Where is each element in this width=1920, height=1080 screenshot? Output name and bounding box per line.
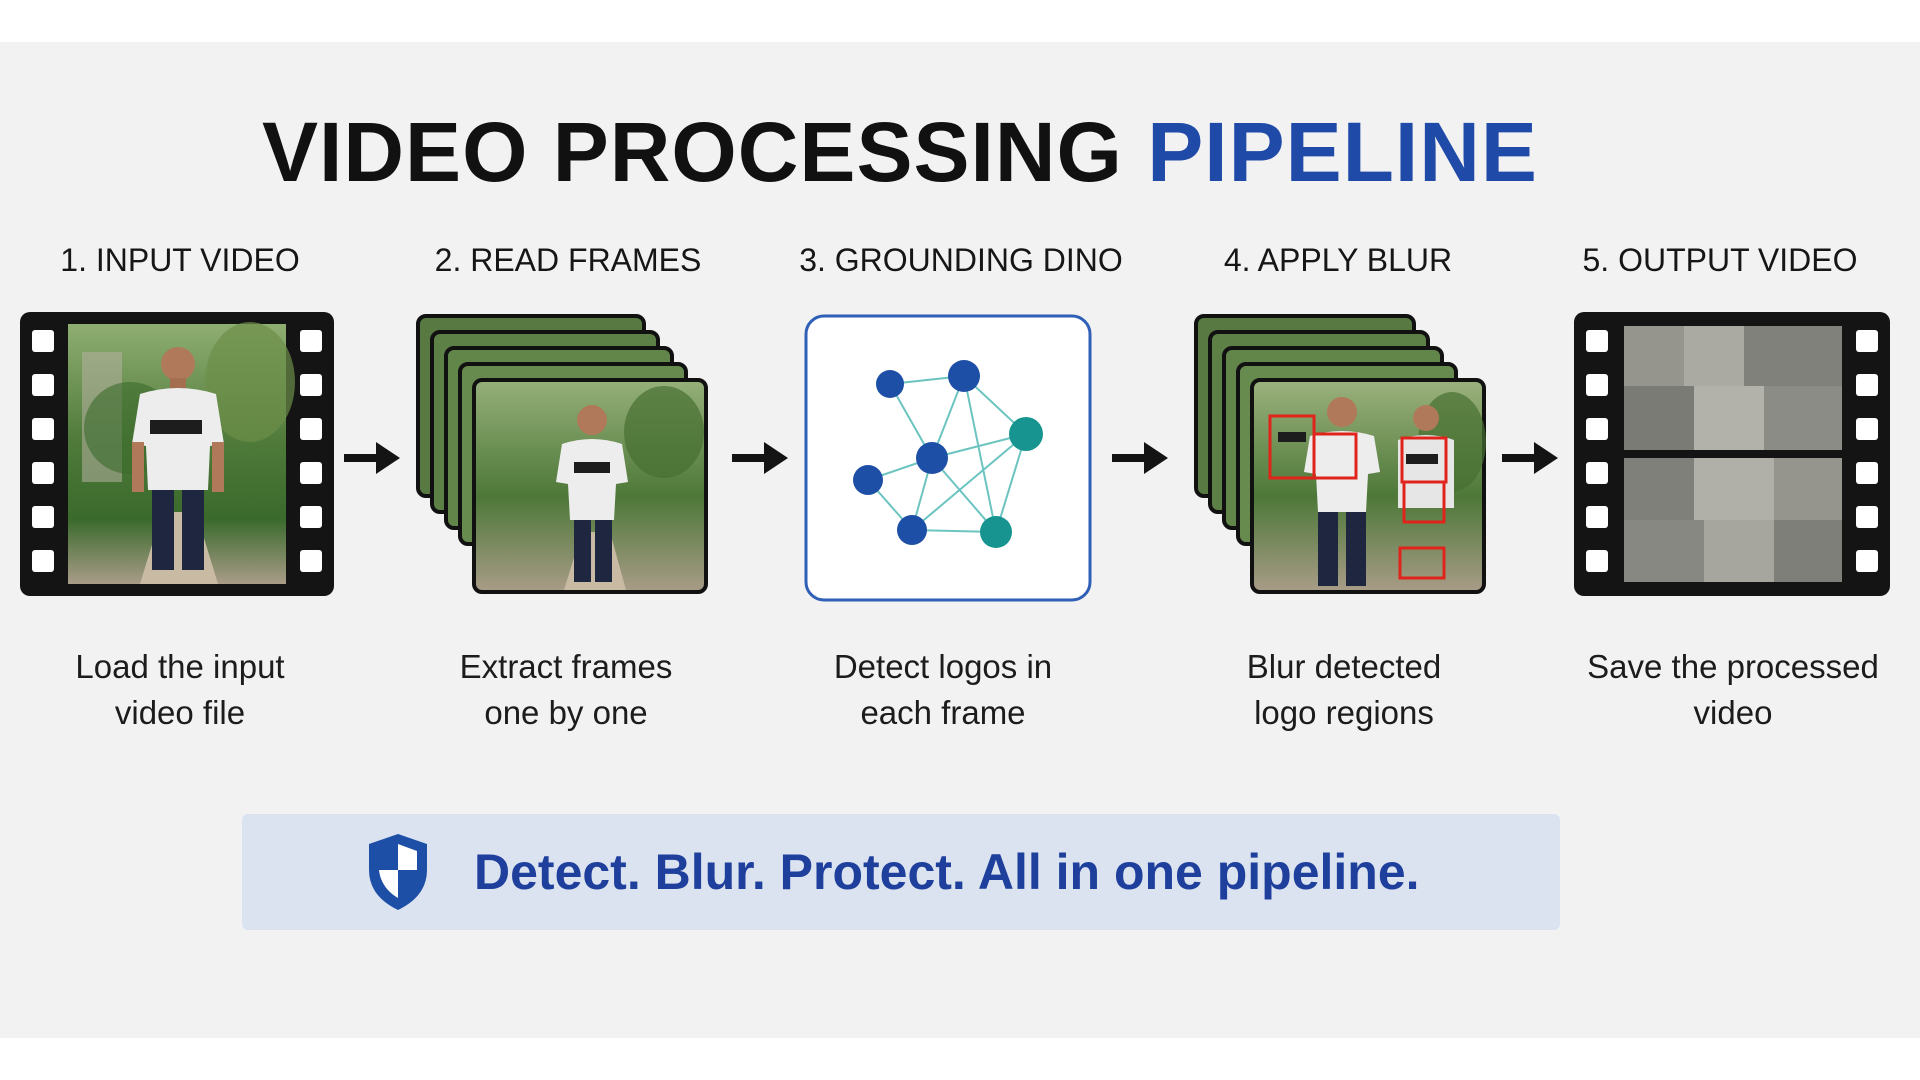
step-4-label: 4. APPLY BLUR xyxy=(1223,242,1453,278)
step-5-label: 5. OUTPUT VIDEO xyxy=(1582,242,1858,278)
blurred-film-icon xyxy=(1574,312,1890,596)
arrow-right-icon xyxy=(1502,442,1558,474)
tagline-text: Detect. Blur. Protect. All in one pipeli… xyxy=(474,844,1420,900)
step-1-label: 1. INPUT VIDEO xyxy=(60,242,300,278)
step-2-description: Extract frames one by one xyxy=(459,648,673,731)
frame-stack-icon xyxy=(416,314,708,594)
step-5-description: Save the processed video xyxy=(1587,648,1879,731)
pipeline-slide: VIDEO PROCESSING PIPELINE 1. INPUT VIDEO… xyxy=(0,42,1920,1038)
detection-boxes-icon xyxy=(1194,314,1486,594)
shield-icon xyxy=(369,834,427,910)
step-3-label: 3. GROUNDING DINO xyxy=(799,242,1123,278)
step-4-description: Blur detected logo regions xyxy=(1246,648,1442,731)
network-graph-icon xyxy=(804,314,1092,602)
tagline-banner: Detect. Blur. Protect. All in one pipeli… xyxy=(242,814,1560,930)
title-main: VIDEO PROCESSING xyxy=(262,105,1148,199)
step-1-description: Load the input video file xyxy=(75,648,285,731)
title-accent: PIPELINE xyxy=(1147,105,1538,199)
arrow-right-icon xyxy=(344,442,400,474)
arrow-right-icon xyxy=(732,442,788,474)
step-2-label: 2. READ FRAMES xyxy=(434,242,702,278)
arrow-right-icon xyxy=(1112,442,1168,474)
step-3-description: Detect logos in each frame xyxy=(833,648,1053,731)
page-title: VIDEO PROCESSING PIPELINE xyxy=(0,104,1800,201)
film-strip-icon xyxy=(20,312,334,596)
